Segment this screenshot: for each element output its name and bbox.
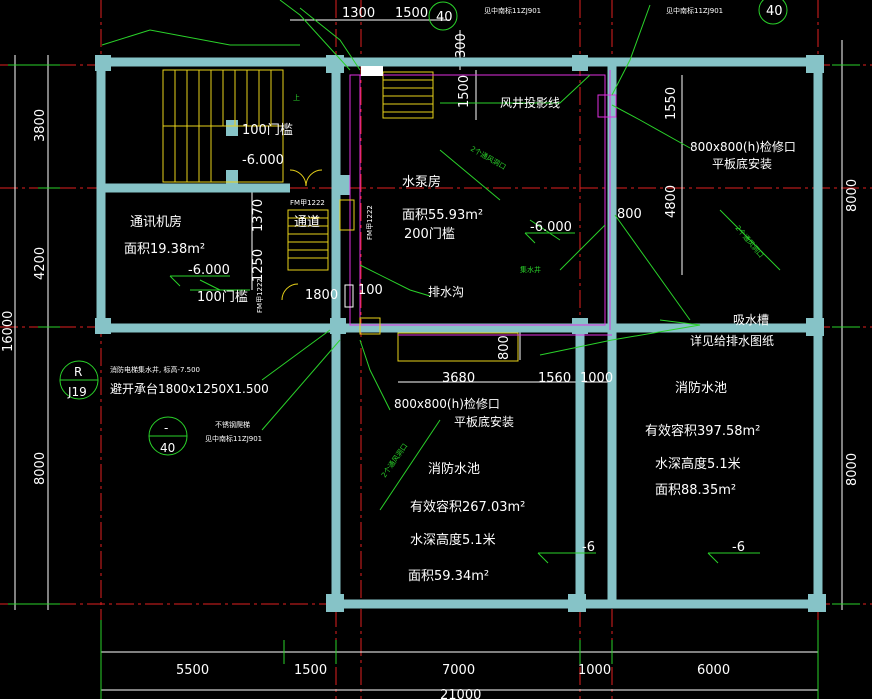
pool-right-depth: 水深高度5.1米 xyxy=(655,456,741,472)
pool-right-name: 消防水池 xyxy=(675,380,727,396)
suction-label-2: 详见给排水图纸 xyxy=(690,333,774,348)
hatch-boxes xyxy=(339,66,383,335)
dim-left-8000: 8000 xyxy=(33,452,48,485)
dimension-lines xyxy=(8,19,860,699)
dim-inner-1560: 1560 xyxy=(538,371,571,386)
symbol-40-top: - xyxy=(164,421,168,435)
dim-inner-1250: 1250 xyxy=(251,249,266,282)
symbol-40-bottom: 40 xyxy=(160,441,175,455)
pool-right-area: 面积88.35m² xyxy=(655,483,736,498)
ladder-note: 不锈钢爬梯 xyxy=(215,420,250,429)
telecom-room-name: 通讯机房 xyxy=(130,214,182,230)
pool-right-elev: -6 xyxy=(732,540,745,555)
door-tag-3: FM甲1222 xyxy=(256,278,264,313)
dim-inner-100: 100 xyxy=(358,283,383,298)
telecom-room-door: 100门槛 xyxy=(197,290,248,305)
pump-room-area: 面积55.93m² xyxy=(402,208,483,223)
dim-inner-4800: 4800 xyxy=(664,185,679,218)
stair-up-label: 上 xyxy=(293,93,300,102)
symbol-r-top: R xyxy=(74,365,82,379)
dim-bottom-7000: 7000 xyxy=(442,663,475,678)
pipe-note-1: 2个通风洞口 xyxy=(469,144,508,172)
pool-left-name: 消防水池 xyxy=(428,461,480,477)
pump-room-door: 200门槛 xyxy=(404,227,455,242)
dim-right-8000-top: 8000 xyxy=(845,179,860,212)
dim-left-3800: 3800 xyxy=(33,109,48,142)
door-tag-2: FM甲1222 xyxy=(366,205,374,240)
passage-label: 通道 xyxy=(294,215,320,230)
drain-label: 排水沟 xyxy=(428,285,464,299)
door-tag-1: FM甲1222 xyxy=(290,199,325,207)
pool-right-capacity: 有效容积397.58m² xyxy=(645,423,760,439)
dim-bottom-total: 21000 xyxy=(440,688,481,699)
sump-small-label: 集水井 xyxy=(520,265,541,274)
hatch-top-label: 800x800(h)检修口 xyxy=(690,139,796,154)
hatch-top-label-2: 平板底安装 xyxy=(712,156,772,171)
dim-inner-800a: 800 xyxy=(617,207,642,222)
dim-right-8000-bottom: 8000 xyxy=(845,453,860,486)
suction-label: 吸水槽 xyxy=(733,313,769,327)
dim-bottom-1500: 1500 xyxy=(294,663,327,678)
dim-bottom-1000: 1000 xyxy=(578,663,611,678)
leader-lines xyxy=(101,0,781,564)
dim-bottom-6000: 6000 xyxy=(697,663,730,678)
dim-bottom-5500: 5500 xyxy=(176,663,209,678)
pool-left-depth: 水深高度5.1米 xyxy=(410,532,496,548)
dim-inner-1000: 1000 xyxy=(580,371,613,386)
top-sym-1: 40 xyxy=(436,10,453,25)
hatch-bottom-label-2: 平板底安装 xyxy=(454,414,514,429)
dim-inner-1370: 1370 xyxy=(251,199,266,232)
telecom-room-area: 面积19.38m² xyxy=(124,242,205,257)
sump-note-2: 避开承台1800x1250X1.500 xyxy=(110,381,269,396)
dim-left-4200: 4200 xyxy=(33,247,48,280)
ladder-note-2: 见中南标11ZJ901 xyxy=(205,434,262,443)
shaft-outline xyxy=(349,70,617,336)
reference-symbols xyxy=(59,0,788,456)
hatch-bottom-label: 800x800(h)检修口 xyxy=(394,396,500,411)
pump-room-elev: -6.000 xyxy=(530,220,572,235)
pipe-note-2: 2个通风洞口 xyxy=(733,224,765,260)
telecom-room-elev: -6.000 xyxy=(188,263,230,278)
dim-inner-1550: 1550 xyxy=(664,87,679,120)
stairs xyxy=(162,69,519,362)
dim-top-1300: 1300 xyxy=(342,6,375,21)
columns xyxy=(95,55,826,612)
sump-note: 消防电梯集水井, 标高-7.500 xyxy=(110,365,200,374)
dim-inner-800b: 800 xyxy=(497,335,512,360)
pump-room-name: 水泵房 xyxy=(402,174,441,190)
top-sym-2: 40 xyxy=(766,4,783,19)
top-ref-1: 见中南标11ZJ901 xyxy=(484,6,541,15)
top-ref-2: 见中南标11ZJ901 xyxy=(666,6,723,15)
pool-left-capacity: 有效容积267.03m² xyxy=(410,499,525,515)
symbol-r-bottom: J19 xyxy=(67,385,87,399)
pool-left-elev: -6 xyxy=(582,540,595,555)
dim-left-16000: 16000 xyxy=(1,311,16,352)
stair-elev-label: -6.000 xyxy=(242,153,284,168)
dim-inner-1500: 1500 xyxy=(457,75,472,108)
dim-top-300: 300 xyxy=(454,33,469,58)
pool-left-area: 面积59.34m² xyxy=(408,569,489,584)
threshold-100-label: 100门槛 xyxy=(242,123,293,138)
dim-inner-3680: 3680 xyxy=(442,371,475,386)
dim-top-1500: 1500 xyxy=(395,6,428,21)
dim-inner-1800: 1800 xyxy=(305,288,338,303)
shaft-label: 风井投影线 xyxy=(500,95,560,110)
